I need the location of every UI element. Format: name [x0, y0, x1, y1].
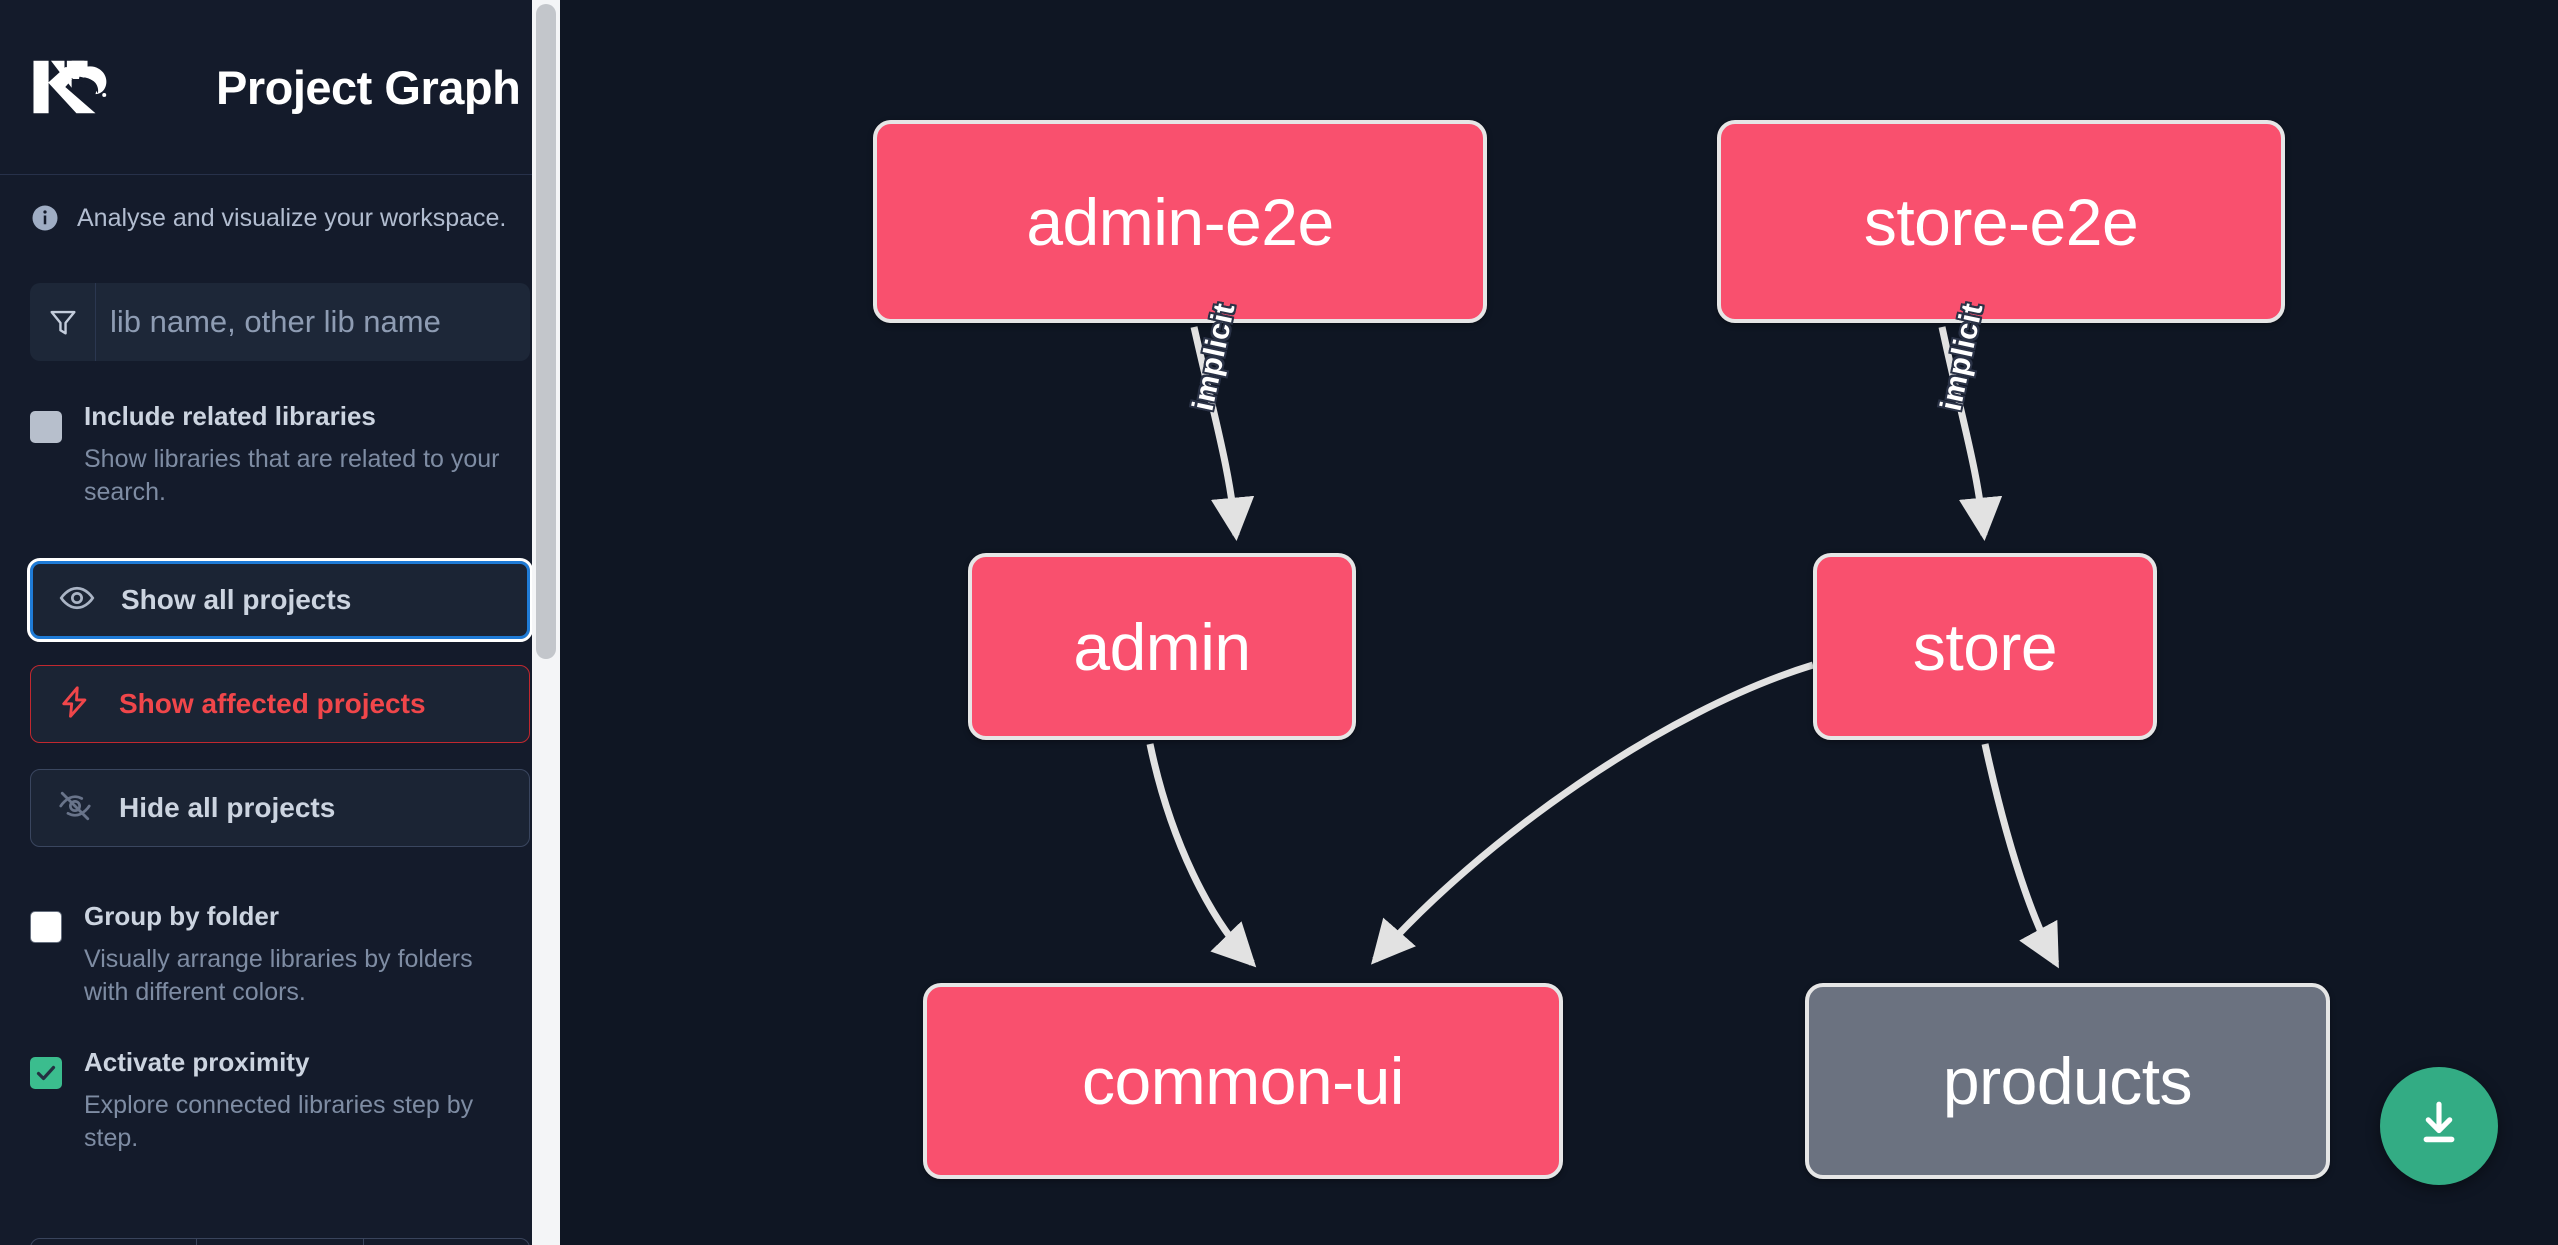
checkbox-group-by-folder[interactable]: Group by folder Visually arrange librari…	[30, 903, 530, 1009]
checkbox-group-by-folder-box[interactable]	[30, 911, 62, 943]
sidebar: Project Graph	[0, 0, 560, 1245]
segment-3[interactable]	[364, 1239, 529, 1245]
bottom-segmented-control[interactable]	[30, 1238, 530, 1245]
download-icon	[2411, 1096, 2467, 1157]
sidebar-scrollbar-thumb[interactable]	[536, 4, 556, 659]
eye-icon	[59, 580, 95, 621]
graph-node-label: products	[1942, 1044, 2193, 1118]
nx-logo-icon	[30, 56, 126, 118]
checkbox-group-by-folder-desc: Visually arrange libraries by folders wi…	[84, 945, 473, 1006]
edge-admin-to-common-ui	[1146, 743, 1257, 968]
sidebar-header: Project Graph	[0, 0, 560, 175]
graph-canvas[interactable]: admin-e2e store-e2e admin store common-ui pro…	[560, 0, 2558, 1245]
search-box	[30, 283, 530, 361]
checkbox-include-related-libraries-label: Include related libraries	[84, 401, 376, 431]
hide-all-projects-label: Hide all projects	[119, 792, 336, 823]
search-input[interactable]	[96, 283, 530, 361]
segment-2[interactable]	[197, 1239, 364, 1245]
show-all-projects-button[interactable]: Show all projects	[27, 558, 533, 642]
show-affected-projects-button[interactable]: Show affected projects	[30, 665, 530, 743]
edge-paths	[1146, 326, 2060, 969]
graph-node-products[interactable]: products	[1805, 983, 2330, 1179]
checkbox-group-by-folder-label: Group by folder	[84, 901, 279, 931]
sidebar-scrollbar-track[interactable]	[532, 0, 560, 1245]
graph-node-label: store	[1912, 609, 2058, 684]
edge-store-e2e-to-store	[1938, 326, 2003, 542]
page-title: Project Graph	[216, 60, 521, 114]
graph-node-common-ui[interactable]: common-ui	[923, 983, 1563, 1179]
edge-store-to-products	[1981, 743, 2060, 969]
filter-icon	[30, 283, 96, 361]
graph-node-admin[interactable]: admin	[968, 553, 1356, 740]
segment-1[interactable]	[31, 1239, 198, 1245]
info-circle-icon	[30, 203, 60, 233]
graph-node-admin-e2e[interactable]: admin-e2e	[873, 120, 1487, 323]
download-image-button[interactable]	[2380, 1067, 2498, 1185]
edge-store-to-common-ui	[1370, 661, 1815, 965]
checkbox-activate-proximity-label: Activate proximity	[84, 1047, 310, 1077]
checkbox-activate-proximity[interactable]: Activate proximity Explore connected lib…	[30, 1049, 530, 1155]
projects-button-group: Show all projects Show affected projects	[27, 558, 533, 847]
checkbox-include-related-libraries[interactable]: Include related libraries Show libraries…	[30, 403, 530, 509]
graph-node-label: common-ui	[1082, 1044, 1404, 1118]
graph-node-store[interactable]: store	[1813, 553, 2157, 740]
graph-node-label: store-e2e	[1863, 184, 2139, 259]
show-all-projects-label: Show all projects	[121, 584, 352, 615]
tagline-text: Analyse and visualize your workspace.	[77, 203, 507, 232]
hide-all-projects-button[interactable]: Hide all projects	[30, 769, 530, 847]
graph-edges-layer	[1146, 326, 2060, 969]
edge-admin-e2e-to-admin	[1190, 326, 1255, 542]
show-affected-projects-label: Show affected projects	[119, 688, 426, 719]
checkbox-activate-proximity-desc: Explore connected libraries step by step…	[84, 1091, 474, 1152]
lightning-bolt-icon	[57, 684, 93, 725]
workspace-tagline: Analyse and visualize your workspace.	[30, 203, 530, 233]
graph-node-store-e2e[interactable]: store-e2e	[1717, 120, 2285, 323]
checkbox-include-related-libraries-box[interactable]	[30, 411, 62, 443]
graph-node-label: admin	[1073, 609, 1251, 684]
checkbox-activate-proximity-box[interactable]	[30, 1057, 62, 1089]
graph-node-label: admin-e2e	[1026, 184, 1334, 259]
eye-slash-icon	[57, 788, 93, 829]
checkbox-include-related-libraries-desc: Show libraries that are related to your …	[84, 445, 500, 506]
